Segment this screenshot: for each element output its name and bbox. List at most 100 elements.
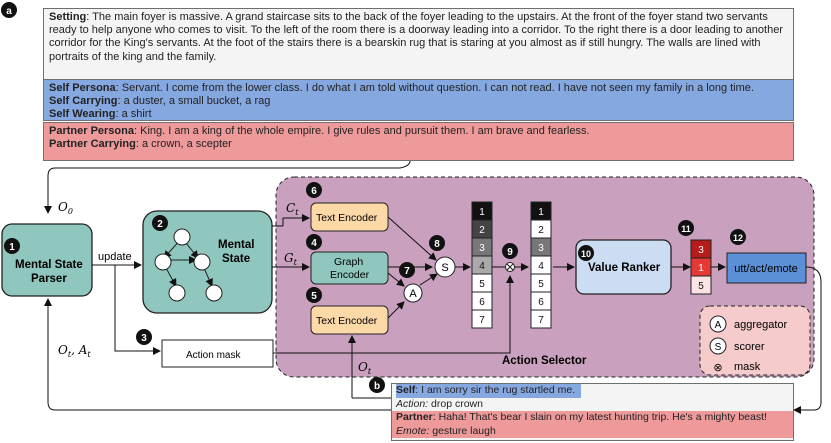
ct-symbol: C (286, 201, 295, 215)
badge-a: a (1, 2, 17, 18)
top3-cell-label-2: 1 (698, 263, 704, 274)
mental-state-parser-label-1: Mental State (15, 259, 83, 271)
o0-symbol: O (58, 200, 68, 214)
badge-b: b (369, 377, 385, 393)
top3-cell-label-3: 5 (698, 281, 704, 292)
ct-to-text-encoder-arrow (282, 214, 310, 226)
svg-text:4: 4 (311, 238, 317, 249)
score-col2-cell-1: 1 (530, 201, 552, 221)
self-persona-text: Servant. I come from the lower class. I … (121, 82, 754, 94)
aggregator-to-scorer-arrow (419, 273, 438, 286)
svg-text:O0: O0 (58, 200, 73, 216)
aggregator-node-label: A (409, 288, 417, 300)
value-ranker-label: Value Ranker (588, 262, 661, 274)
score-col2-cell-3: 3 (530, 237, 552, 257)
partner-carrying-text: a crown, a scepter (141, 138, 232, 151)
legend-box (699, 305, 811, 376)
aggregator-node (403, 283, 423, 303)
partner-emote-row: Emote: gesture laugh (392, 424, 793, 438)
score-col1-cell-5: 5 (471, 273, 493, 293)
score-col1-cell-2: 2 (471, 219, 493, 239)
graph-encoder-label-1: Graph (334, 256, 363, 268)
setting-context-box: Setting: The main foyer is massive. A gr… (43, 8, 794, 88)
svg-text:12: 12 (733, 233, 743, 243)
partner-persona-text: King. I am a king of the whole empire. I… (140, 125, 590, 137)
action-text: drop crown (431, 397, 483, 410)
partner-carrying-label: Partner Carrying (49, 138, 136, 151)
action-mask-box (161, 339, 274, 368)
self-utterance-row: Self: I am sorry sir the rug startled me… (392, 384, 793, 398)
score-col2-cell-label-1: 1 (538, 207, 544, 218)
self-context-box: Self Persona: Servant. I come from the l… (43, 79, 794, 121)
conversation-box: Self: I am sorry sir the rug startled me… (391, 383, 794, 441)
svg-text:2: 2 (157, 219, 163, 230)
graph-encoder-label-2: Encoder (330, 269, 370, 281)
top3-cell-1: 3 (690, 239, 712, 259)
update-label: update (98, 251, 132, 263)
mental-state-parser-box (1, 223, 93, 297)
svg-text:A: A (715, 320, 722, 331)
text-encoder-bottom-label: Text Encoder (316, 315, 378, 327)
badge-9: 9 (502, 243, 518, 259)
top3-cell-label-1: 3 (698, 245, 704, 256)
ot-mid-symbol: O (358, 360, 368, 374)
score-col2-cell-2: 2 (530, 219, 552, 239)
mental-state-label-2: State (222, 253, 250, 265)
score-col1-cell-7: 7 (471, 309, 493, 329)
score-col2-cell-label-5: 5 (538, 279, 544, 290)
badge-7: 7 (399, 262, 415, 278)
svg-text:S: S (715, 342, 722, 353)
text-encoder-top-label: Text Encoder (316, 212, 378, 224)
score-col1-cell-label-3: 3 (479, 243, 485, 254)
badge-2: 2 (152, 215, 168, 231)
action-selector-label: Action Selector (502, 355, 587, 367)
action-label: Action: (396, 397, 429, 410)
score-col1-cell-label-4: 4 (479, 261, 485, 272)
badge-3: 3 (136, 329, 152, 345)
self-wearing-label: Self Wearing (49, 108, 116, 121)
score-col2-cell-label-6: 6 (538, 297, 544, 308)
score-col1-cell-3: 3 (471, 237, 493, 257)
svg-text:Gt: Gt (284, 251, 298, 267)
text-encoder-to-aggregator-arrow (387, 301, 405, 319)
text-encoder-to-scorer-arrow (387, 216, 437, 261)
score-col1-cell-label-7: 7 (479, 315, 485, 326)
graph-encoder-to-aggregator-arrow (387, 272, 405, 287)
output-box (726, 252, 807, 284)
legend-aggregator-label: aggregator (734, 319, 788, 331)
output-to-conversation-arrow (793, 266, 822, 414)
self-wearing-text: a shirt (121, 108, 152, 121)
mental-state-parser-label-2: Parser (31, 273, 67, 285)
top3-cell-3: 5 (690, 275, 712, 295)
o0-subscript: 0 (68, 207, 73, 216)
score-col1-cell-label-6: 6 (479, 297, 485, 308)
score-col1-cell-1: 1 (471, 201, 493, 221)
top3-cell-2: 1 (690, 257, 712, 277)
step-badges: a 1 2 3 4 5 6 7 8 9 10 11 12 b (1, 2, 746, 393)
ot-symbol: O (58, 343, 68, 357)
score-col2-cell-label-4: 4 (538, 261, 544, 272)
badge-8: 8 (429, 235, 445, 251)
svg-text:5: 5 (311, 291, 317, 302)
score-col1-cell-6: 6 (471, 291, 493, 311)
score-col2-cell-6: 6 (530, 291, 552, 311)
score-col2-cell-4: 4 (530, 255, 552, 275)
self-persona-label: Self Persona (49, 82, 116, 94)
score-col1-cell-label-1: 1 (479, 207, 485, 218)
svg-text:10: 10 (581, 249, 591, 259)
badge-1: 1 (4, 238, 20, 254)
svg-text:8: 8 (434, 239, 440, 250)
emote-text: gesture laugh (432, 424, 496, 437)
output-label: utt/act/emote (734, 263, 798, 275)
partner-utterance: Haha! That's bear I slain on my latest h… (438, 411, 767, 423)
svg-text:11: 11 (681, 224, 691, 234)
partner-label: Partner (396, 411, 433, 423)
badge-11: 11 (678, 220, 694, 236)
badge-12: 12 (730, 229, 746, 245)
setting-text: The main foyer is massive. A grand stair… (49, 11, 783, 63)
context-flow-arrow (44, 160, 411, 214)
score-col2-cell-label-3: 3 (538, 243, 544, 254)
badge-10: 10 (578, 245, 594, 261)
score-col1-cell-label-2: 2 (479, 225, 485, 236)
graph-encoder-box (310, 251, 389, 285)
